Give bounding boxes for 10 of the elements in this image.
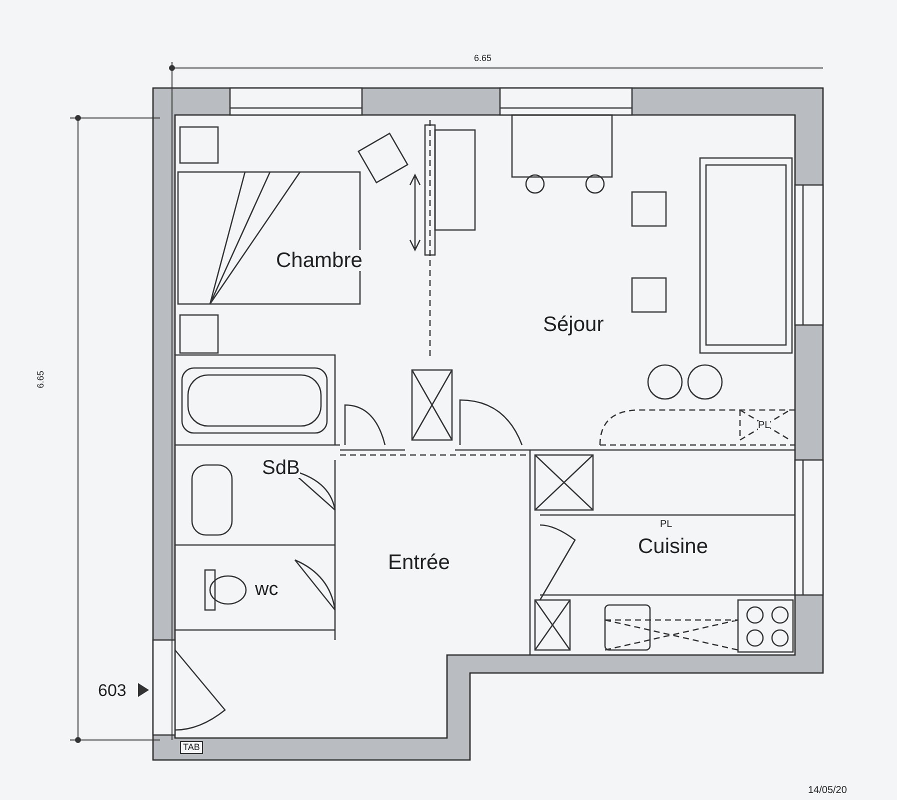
dimension-label: 6.65 xyxy=(474,54,492,63)
room-label: Chambre xyxy=(276,250,362,271)
room-label: SdB xyxy=(262,458,300,478)
door-number: 603 xyxy=(98,682,126,699)
date-label: 14/05/20 xyxy=(808,786,847,796)
room-label: Séjour xyxy=(543,314,604,335)
outlet-label: PL xyxy=(660,520,672,530)
outlet-label: PL xyxy=(758,421,770,431)
tag-label: TAB xyxy=(180,741,203,754)
dimension-label: 6.65 xyxy=(36,370,46,388)
